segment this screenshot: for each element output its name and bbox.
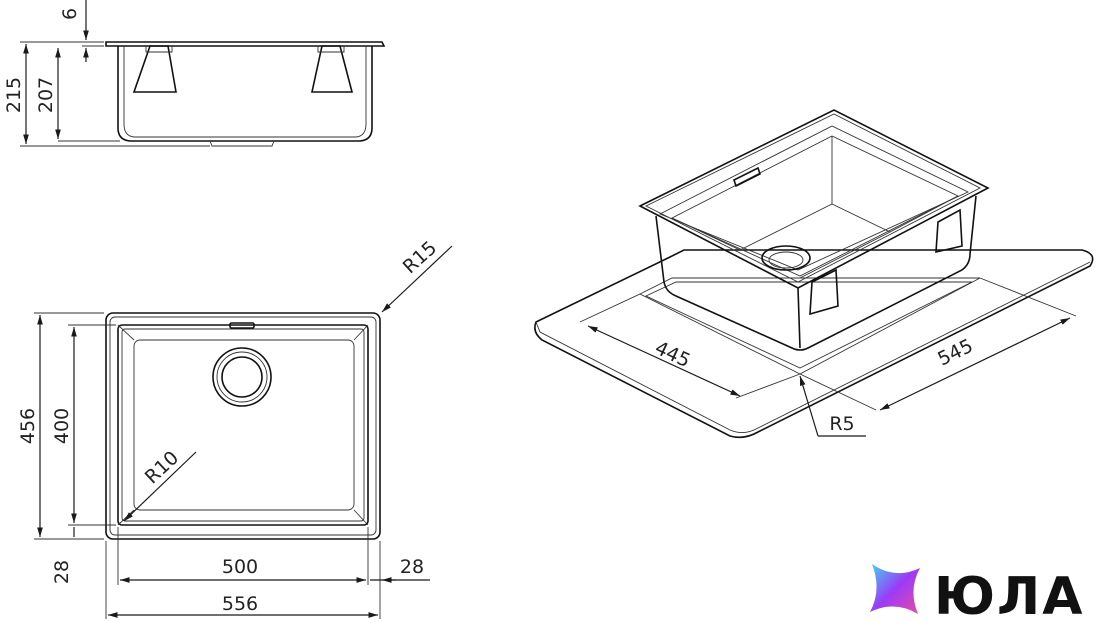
dim-side-height-bowl: 207 [35,77,57,113]
dim-radius-outer: R15 [399,237,442,278]
ula-star-icon [870,564,920,614]
side-view [20,0,386,147]
top-view [34,245,453,619]
logo-text: ЮЛА [934,567,1084,623]
dim-side-height-total: 215 [3,77,25,113]
dim-right-margin: 28 [400,556,424,578]
dim-radius-inner: R10 [141,447,183,489]
dim-bottom-margin: 28 [51,560,73,584]
dim-cutout-depth: 445 [651,337,693,372]
dim-inner-width: 500 [222,556,258,578]
dim-outer-width: 556 [222,593,258,615]
dim-corner-radius: R5 [829,413,854,435]
isometric-view [534,109,1094,439]
dim-outer-height: 456 [17,408,39,444]
dim-top-gap: 6 [59,8,81,20]
dim-inner-height: 400 [51,408,73,444]
